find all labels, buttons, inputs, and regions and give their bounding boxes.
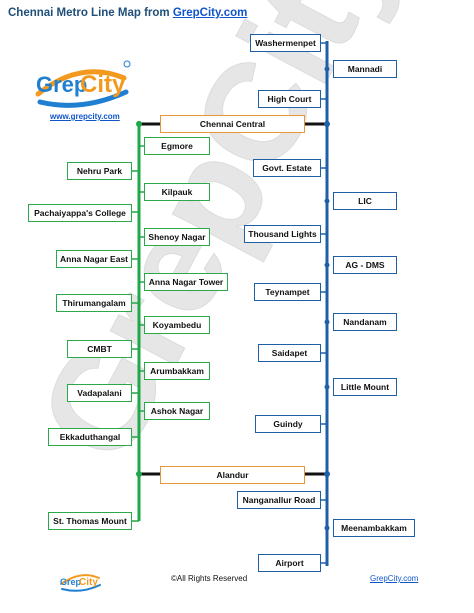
station-green-right[interactable]: Shenoy Nagar [144,228,210,246]
station-green-left[interactable]: Pachaiyappa's College [28,204,132,222]
title-link[interactable]: GrepCity.com [172,7,248,19]
station-green-right[interactable]: Arumbakkam [144,362,210,380]
page-title: Chennai Metro Line Map from GrepCity.com [8,7,308,19]
title-prefix: Chennai Metro Line Map from [8,7,173,19]
station-blue-right[interactable]: AG - DMS [333,256,397,274]
logo-swoosh-icon [35,69,129,108]
station-green-right[interactable]: Anna Nagar Tower [144,273,228,291]
station-blue-right[interactable]: Meenambakkam [333,519,415,537]
station-alandur[interactable]: Alandur [160,466,305,484]
interchange-nodes [136,121,142,477]
station-blue-right[interactable]: LIC [333,192,397,210]
station-blue-left[interactable]: Nanganallur Road [237,491,321,509]
logo-text-city: City [80,71,126,98]
station-blue-left[interactable]: Govt. Estate [253,159,321,177]
site-link[interactable]: GrepCity.com [370,574,419,583]
blue-line-stop-dots [324,66,330,531]
station-blue-right[interactable]: Little Mount [333,378,397,396]
logo-text-grep: Grep [36,72,87,97]
station-blue-left[interactable]: Airport [258,554,321,572]
station-green-right[interactable]: Ashok Nagar [144,402,210,420]
station-blue-right[interactable]: Mannadi [333,60,397,78]
station-blue-left[interactable]: High Court [258,90,321,108]
station-green-left[interactable]: Ekkaduthangal [48,428,132,446]
station-green-left[interactable]: St. Thomas Mount [48,512,132,530]
blue-line-ticks [321,42,327,564]
footer-logo-grep: Grep [60,577,82,587]
interchange-nodes-blue [324,121,330,477]
footer-grepcity-logo: Grep City [60,574,101,592]
station-green-left[interactable]: Nehru Park [67,162,132,180]
station-green-left[interactable]: Thirumangalam [56,294,132,312]
station-chennai-central[interactable]: Chennai Central [160,115,305,133]
station-green-left[interactable]: Anna Nagar East [56,250,132,268]
grepcity-logo: Grep City [35,60,131,108]
footer-logo-city: City [79,577,98,588]
station-green-right[interactable]: Kilpauk [144,183,210,201]
registered-icon [123,60,131,68]
logo-url-link[interactable]: www.grepcity.com [50,112,120,121]
station-blue-left[interactable]: Washermenpet [250,34,321,52]
copyright-text: ©All Rights Reserved [171,574,248,583]
station-green-right[interactable]: Egmore [144,137,210,155]
station-blue-left[interactable]: Teynampet [254,283,321,301]
station-blue-right[interactable]: Nandanam [333,313,397,331]
green-line-ticks [132,145,144,522]
station-blue-left[interactable]: Guindy [255,415,321,433]
station-blue-left[interactable]: Saidapet [258,344,321,362]
station-blue-left[interactable]: Thousand Lights [244,225,321,243]
station-green-left[interactable]: Vadapalani [67,384,132,402]
station-green-left[interactable]: CMBT [67,340,132,358]
station-green-right[interactable]: Koyambedu [144,316,210,334]
